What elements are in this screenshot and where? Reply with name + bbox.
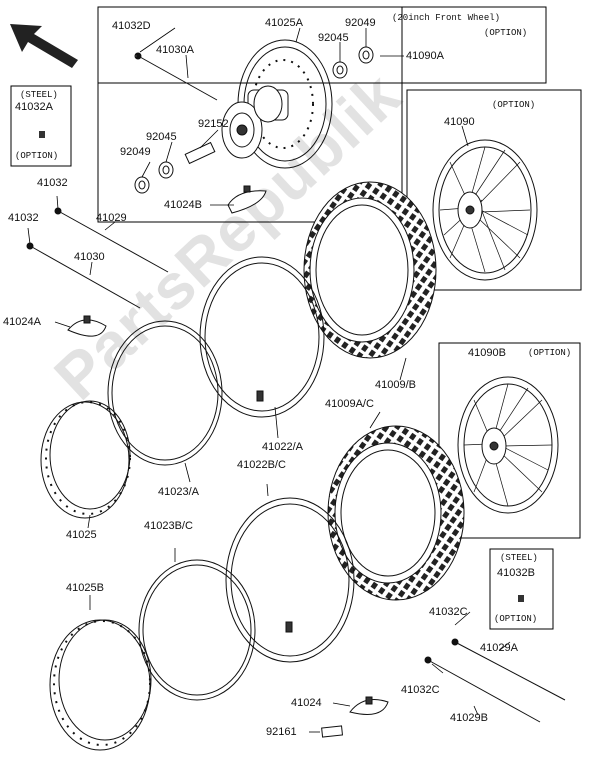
- note-option-41032b: (OPTION): [494, 614, 538, 624]
- label-92161: 92161: [266, 726, 297, 738]
- label-92045-top: 92045: [318, 32, 349, 44]
- label-41024a: 41024A: [3, 316, 41, 328]
- note-steel-b: (STEEL): [500, 553, 538, 563]
- rim-41025: [40, 400, 131, 519]
- steel-nipples: [39, 55, 524, 602]
- rim-band-41023b-c: [138, 559, 256, 701]
- tire-41009-b: [303, 181, 437, 359]
- label-92049-top: 92049: [345, 17, 376, 29]
- label-41032c-b: 41032C: [401, 684, 440, 696]
- steel-box-41032b: [489, 548, 554, 630]
- label-41023b-c: 41023B/C: [144, 520, 193, 532]
- tube-41022-a: [199, 256, 325, 418]
- label-41025b: 41025B: [66, 582, 104, 594]
- front-wheel-box: [97, 6, 403, 223]
- patch-92161: [321, 725, 344, 738]
- spokes-41029a-41029b: [424, 638, 566, 723]
- label-41023-a: 41023/A: [158, 486, 199, 498]
- label-41030: 41030: [74, 251, 105, 263]
- label-41030a: 41030A: [156, 44, 194, 56]
- spoke-41030a: [134, 52, 218, 101]
- label-41022b-c: 41022B/C: [237, 459, 286, 471]
- rim-band-41023-a: [107, 320, 223, 466]
- label-41029: 41029: [96, 212, 127, 224]
- label-41032b: 41032B: [497, 567, 535, 579]
- tire-41009a-c: [327, 425, 465, 601]
- note-option-41090b: (OPTION): [528, 348, 572, 358]
- note-option-top: (OPTION): [484, 28, 528, 38]
- label-41025a: 41025A: [265, 17, 303, 29]
- label-41029a: 41029A: [480, 642, 518, 654]
- note-front20: (20inch Front Wheel): [392, 13, 501, 23]
- option-box-41090: [406, 89, 582, 291]
- note-option-41090: (OPTION): [492, 100, 536, 110]
- rim-strip-41024b: [227, 185, 267, 214]
- label-41024: 41024: [291, 697, 322, 709]
- label-92049-bot: 92049: [120, 146, 151, 158]
- label-92045-bot: 92045: [146, 131, 177, 143]
- rim-strip-41024: [349, 696, 389, 715]
- steel-box-41032a: [10, 85, 72, 167]
- wheel-41090b: [457, 376, 559, 514]
- label-41032-a: 41032: [37, 177, 68, 189]
- option-box-41090b: [438, 342, 581, 539]
- label-41032-b: 41032: [8, 212, 39, 224]
- label-41024b: 41024B: [164, 199, 202, 211]
- leader-lines: [27, 27, 511, 733]
- spokes-41029-41030: [26, 207, 169, 309]
- note-steel-a: (STEEL): [20, 90, 58, 100]
- wheel-41090: [432, 139, 538, 281]
- label-41009-b: 41009/B: [375, 379, 416, 391]
- label-41090b: 41090B: [468, 347, 506, 359]
- rim-41025b: [49, 619, 152, 751]
- label-41025: 41025: [66, 529, 97, 541]
- note-option-41032a: (OPTION): [15, 151, 59, 161]
- label-41022-a: 41022/A: [262, 441, 303, 453]
- label-41090: 41090: [444, 116, 475, 128]
- label-41009a-c: 41009A/C: [325, 398, 374, 410]
- spacer-92152: [184, 141, 216, 165]
- direction-arrow-icon: [10, 24, 78, 68]
- label-41032a: 41032A: [15, 101, 53, 113]
- label-41090a: 41090A: [406, 50, 444, 62]
- label-92152: 92152: [198, 118, 229, 130]
- label-41032c-a: 41032C: [429, 606, 468, 618]
- label-41029b: 41029B: [450, 712, 488, 724]
- hub-assembly: [221, 85, 289, 159]
- label-41032d: 41032D: [112, 20, 151, 32]
- rim-strip-41024a: [67, 315, 107, 337]
